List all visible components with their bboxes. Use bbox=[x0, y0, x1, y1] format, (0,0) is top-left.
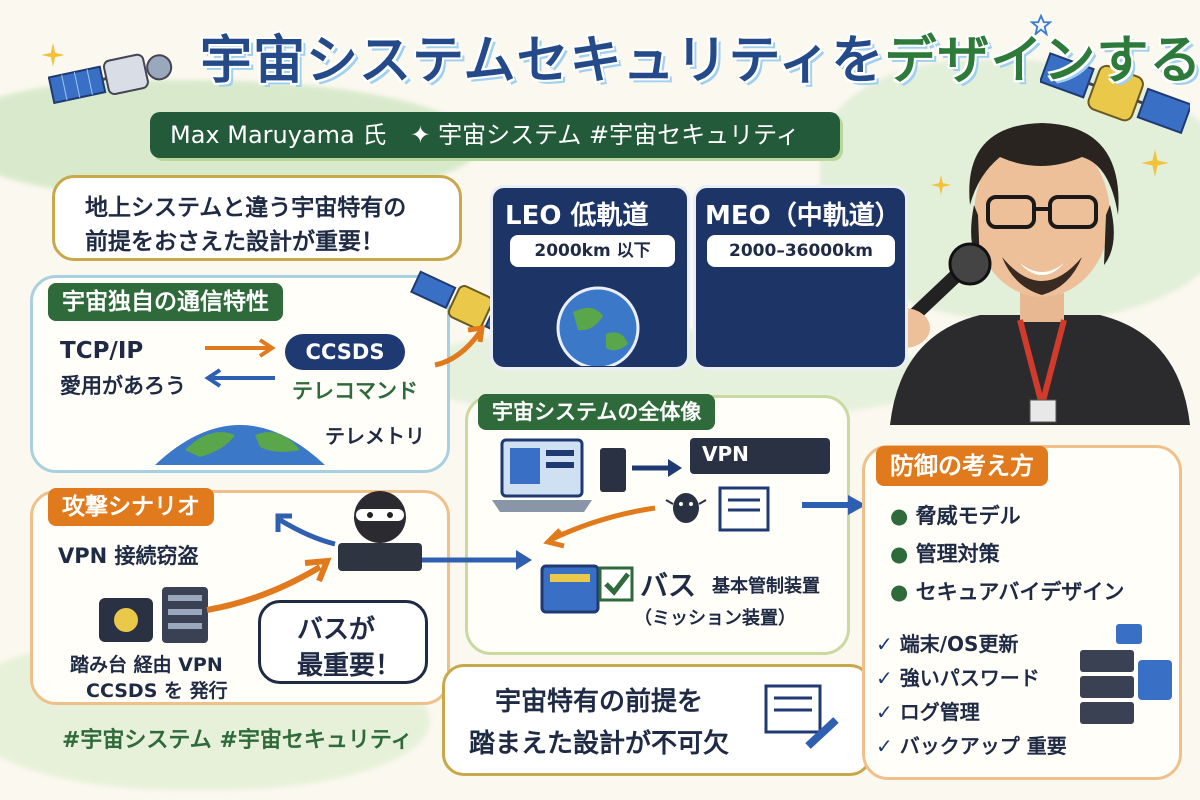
ccsds-pill: CCSDS bbox=[285, 334, 405, 370]
defense-item-2: ● セキュアバイデザイン bbox=[890, 580, 1125, 604]
leo-title: LEO 低軌道 bbox=[505, 201, 649, 231]
intro-speech-bubble: 地上システムと違う宇宙特有の 前提をおさえた設計が重要！ bbox=[52, 175, 462, 261]
arrow-icon bbox=[434, 325, 485, 368]
bus-important-bubble: バスが 最重要！ bbox=[258, 600, 428, 684]
vpn-hijack-label: VPN 接続窃盗 bbox=[58, 544, 199, 568]
hashtags: #宇宙システム #宇宙セキュリティ bbox=[62, 728, 413, 753]
defense-card bbox=[862, 445, 1182, 780]
hacker-icon bbox=[338, 491, 422, 571]
bug-icon bbox=[665, 493, 707, 523]
gear-icon bbox=[99, 598, 153, 642]
arrow-icon bbox=[206, 557, 332, 613]
vpn-label: VPN bbox=[702, 442, 749, 466]
tcpip-label: TCP/IP bbox=[60, 338, 144, 364]
telemetry-label: テレメトリ bbox=[325, 424, 425, 448]
server-icon bbox=[1080, 624, 1172, 724]
exchange-arrows-icon bbox=[204, 338, 276, 388]
laptop-icon bbox=[492, 438, 592, 512]
satellite-icon bbox=[48, 53, 173, 105]
conclusion-line-1: 宇宙特有の前提を bbox=[495, 687, 704, 717]
intro-line-1: 地上システムと違う宇宙特有の bbox=[85, 195, 407, 221]
defense-check-2: ✓ ログ管理 bbox=[876, 700, 980, 724]
arrow-icon bbox=[543, 505, 656, 549]
meo-panel bbox=[693, 185, 908, 370]
server-icon bbox=[540, 564, 600, 614]
intro-line-2: 前提をおさえた設計が重要！ bbox=[85, 229, 384, 255]
vpn-device bbox=[690, 438, 830, 474]
document-icon bbox=[764, 684, 839, 749]
star-icon bbox=[1030, 14, 1052, 36]
leo-range: 2000km 以下 bbox=[510, 235, 675, 267]
comms-header: 宇宙独自の通信特性 bbox=[48, 283, 283, 321]
satellite-icon bbox=[1040, 52, 1190, 135]
server-icon bbox=[162, 587, 208, 643]
attack-header: 攻撃シナリオ bbox=[48, 488, 214, 526]
star-icon bbox=[930, 174, 952, 196]
conclusion-line-2: 踏まえた設計が不可欠 bbox=[469, 729, 730, 759]
attack-bottom-line-2: CCSDS を 発行 bbox=[86, 680, 228, 702]
defense-item-0: ● 脅威モデル bbox=[890, 504, 1021, 528]
defense-check-0: ✓ 端末/OS更新 bbox=[876, 632, 1019, 656]
arrow-icon bbox=[802, 495, 866, 515]
arrow-icon bbox=[422, 550, 532, 570]
defense-check-3: ✓ バックアップ 重要 bbox=[876, 734, 1067, 758]
arrow-icon bbox=[275, 513, 336, 547]
telecommand-label: テレコマンド bbox=[292, 379, 418, 403]
document-icon bbox=[718, 486, 770, 532]
title-part-1: 宇宙システムセキュリティを bbox=[200, 31, 885, 91]
bus-label: バス bbox=[640, 569, 697, 602]
bus-important-line-1: バスが bbox=[297, 615, 376, 645]
star-icon bbox=[41, 43, 65, 67]
mission-label: （ミッション装置） bbox=[634, 608, 796, 629]
checkbox-icon bbox=[598, 566, 634, 602]
attack-bottom-line-1: 踏み台 経由 VPN bbox=[70, 654, 223, 676]
bus-description: 基本管制装置 bbox=[712, 576, 820, 597]
title-part-2: デザインする bbox=[884, 31, 1200, 91]
defense-header: 防御の考え方 bbox=[876, 446, 1048, 486]
defense-item-1: ● 管理対策 bbox=[890, 542, 1000, 566]
speaker-banner: Max Maruyama 氏 ✦ 宇宙システム #宇宙セキュリティ bbox=[150, 112, 840, 158]
tcpip-sub-label: 愛用があろう bbox=[60, 374, 186, 398]
meo-range: 2000–36000km bbox=[707, 235, 895, 267]
earth-icon bbox=[556, 286, 640, 366]
overview-header: 宇宙システムの全体像 bbox=[478, 394, 716, 430]
defense-check-1: ✓ 強いパスワード bbox=[876, 666, 1040, 690]
arrow-icon bbox=[632, 459, 682, 477]
bus-important-line-2: 最重要！ bbox=[297, 651, 402, 681]
speaker-avatar bbox=[890, 123, 1190, 425]
earth-icon bbox=[155, 425, 325, 465]
server-icon bbox=[600, 448, 626, 492]
star-icon bbox=[1141, 149, 1169, 177]
page-title: 宇宙システムセキュリティをデザインする bbox=[200, 18, 1200, 91]
meo-title: MEO（中軌道） bbox=[705, 201, 901, 231]
